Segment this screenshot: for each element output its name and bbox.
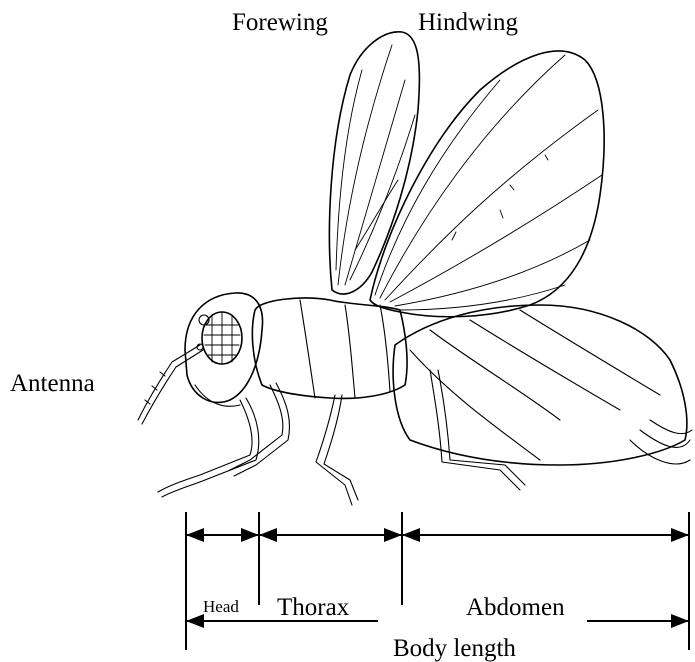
label-forewing: Forewing bbox=[232, 10, 328, 35]
antenna-drawing bbox=[138, 344, 203, 424]
label-body-length: Body length bbox=[393, 636, 516, 661]
hindwing bbox=[370, 51, 604, 317]
head-drawing bbox=[185, 293, 263, 406]
measurement-lines bbox=[186, 512, 689, 650]
label-thorax: Thorax bbox=[277, 595, 349, 620]
label-abdomen: Abdomen bbox=[466, 595, 565, 620]
legs-drawing bbox=[158, 370, 525, 505]
label-antenna: Antenna bbox=[10, 371, 95, 396]
label-head: Head bbox=[203, 598, 239, 615]
forewing bbox=[329, 32, 419, 294]
thorax-drawing bbox=[252, 298, 407, 398]
label-hindwing: Hindwing bbox=[418, 10, 518, 35]
abdomen-drawing bbox=[393, 305, 692, 465]
